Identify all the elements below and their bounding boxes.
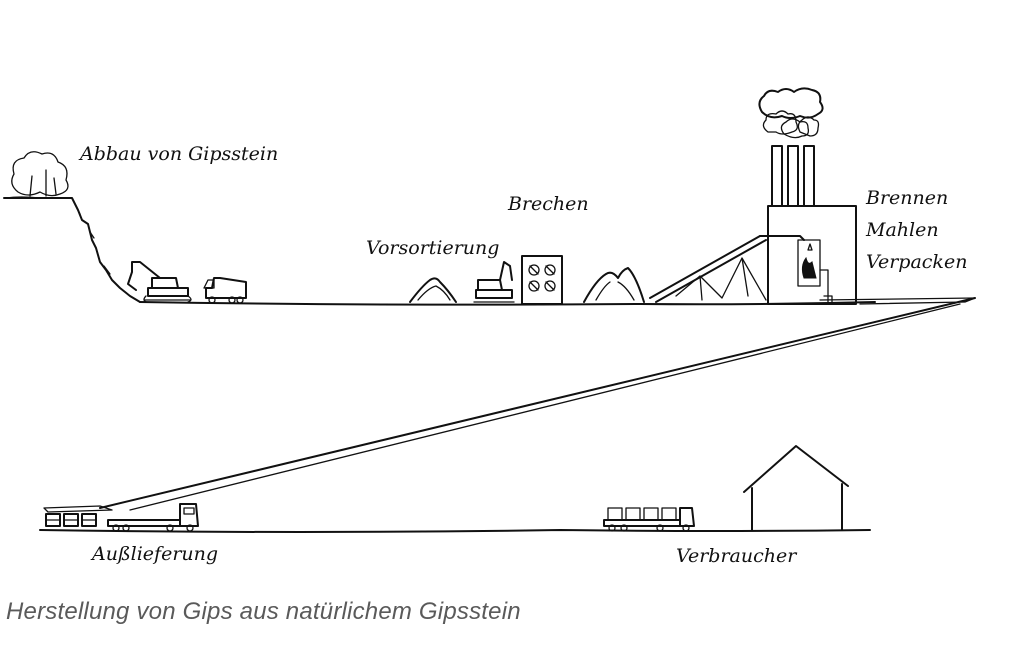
tree-icon: [11, 151, 69, 197]
label-brechen: Brechen: [507, 193, 589, 215]
flatbed-truck-icon: [107, 503, 199, 532]
excavator-icon: [127, 261, 192, 303]
label-verpacken: Verpacken: [866, 251, 967, 273]
excavator-icon: [473, 261, 515, 303]
label-abbau: Abbau von Gipsstein: [78, 143, 278, 165]
label-auslieferung: Außlieferung: [90, 543, 218, 565]
quarry-cliff: [3, 196, 141, 303]
stockpile-icon: [583, 267, 645, 303]
transfer-line-lower: [129, 303, 961, 511]
dump-truck-icon: [203, 277, 247, 304]
crusher-icon: [521, 255, 563, 305]
conveyor-truss-icon: [649, 235, 805, 303]
factory-icon: [767, 145, 857, 305]
label-vorsortierung: Vorsortierung: [366, 237, 499, 259]
label-mahlen: Mahlen: [865, 219, 939, 241]
figure-caption: Herstellung von Gips aus natürlichem Gip…: [6, 598, 521, 625]
pallet-stack-icon: [45, 513, 97, 527]
house-icon: [743, 445, 849, 531]
label-brennen: Brennen: [865, 187, 948, 209]
label-verbraucher: Verbraucher: [676, 545, 798, 567]
transfer-line: [99, 297, 976, 509]
delivery-truck-icon: [603, 507, 695, 532]
smoke-cloud-icon: [758, 87, 824, 139]
lower-ground-line: [39, 529, 871, 533]
loading-ramp: [43, 505, 113, 513]
rock-pile-icon: [409, 277, 457, 303]
